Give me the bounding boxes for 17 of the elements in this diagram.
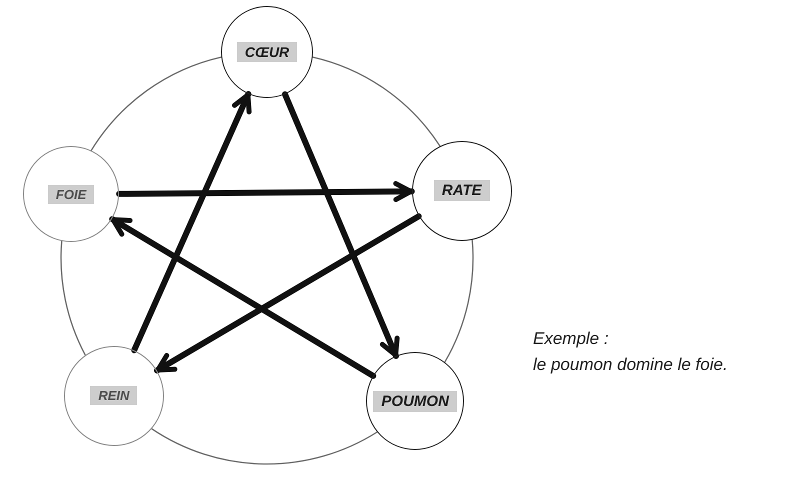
example-heading: Exemple : — [533, 328, 609, 350]
highlighted-label: RATE — [434, 180, 490, 202]
arrow — [116, 181, 415, 202]
ring-arc — [444, 239, 474, 363]
arrow — [154, 213, 422, 374]
ring-arc — [90, 56, 222, 152]
arrow — [131, 91, 252, 354]
example-text: le poumon domine le foie. — [533, 354, 728, 376]
ring-arc — [150, 428, 378, 464]
highlighted-label: REIN — [90, 386, 138, 406]
arrow — [109, 216, 376, 379]
highlighted-label: FOIE — [48, 184, 94, 204]
arrow — [282, 91, 400, 359]
highlighted-label: POUMON — [373, 390, 457, 412]
ring-arc — [60, 240, 86, 356]
ring-arc — [312, 56, 441, 147]
highlighted-label: CŒUR — [236, 42, 298, 62]
